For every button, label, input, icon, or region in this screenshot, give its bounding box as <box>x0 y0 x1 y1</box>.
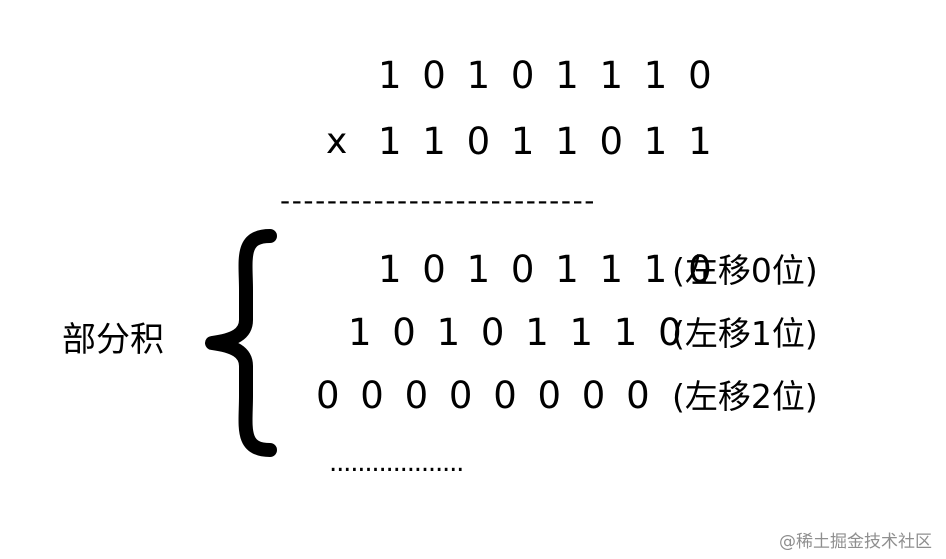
partial-product-row-1: 1 0 1 0 1 1 1 0 <box>378 248 717 291</box>
partial-products-label: 部分积 <box>62 320 164 360</box>
multiplicand: 1 0 1 0 1 1 1 0 <box>378 54 717 97</box>
partial-product-row-2: 1 0 1 0 1 1 1 0 <box>348 311 687 354</box>
partial-product-row-3: 0 0 0 0 0 0 0 0 <box>316 374 655 417</box>
separator-line: --------------------------- <box>280 184 596 217</box>
partial-product-note-3: (左移2位) <box>672 377 818 416</box>
multiplier: 1 1 0 1 1 0 1 1 <box>378 120 717 163</box>
partial-product-note-1: (左移0位) <box>672 251 818 290</box>
watermark: @稀土掘金技术社区 <box>779 532 932 552</box>
partial-product-note-2: (左移1位) <box>672 314 818 353</box>
left-curly-brace-icon <box>205 229 277 457</box>
multiply-operator: x <box>326 121 348 162</box>
continuation-dots: ................... <box>329 448 464 478</box>
